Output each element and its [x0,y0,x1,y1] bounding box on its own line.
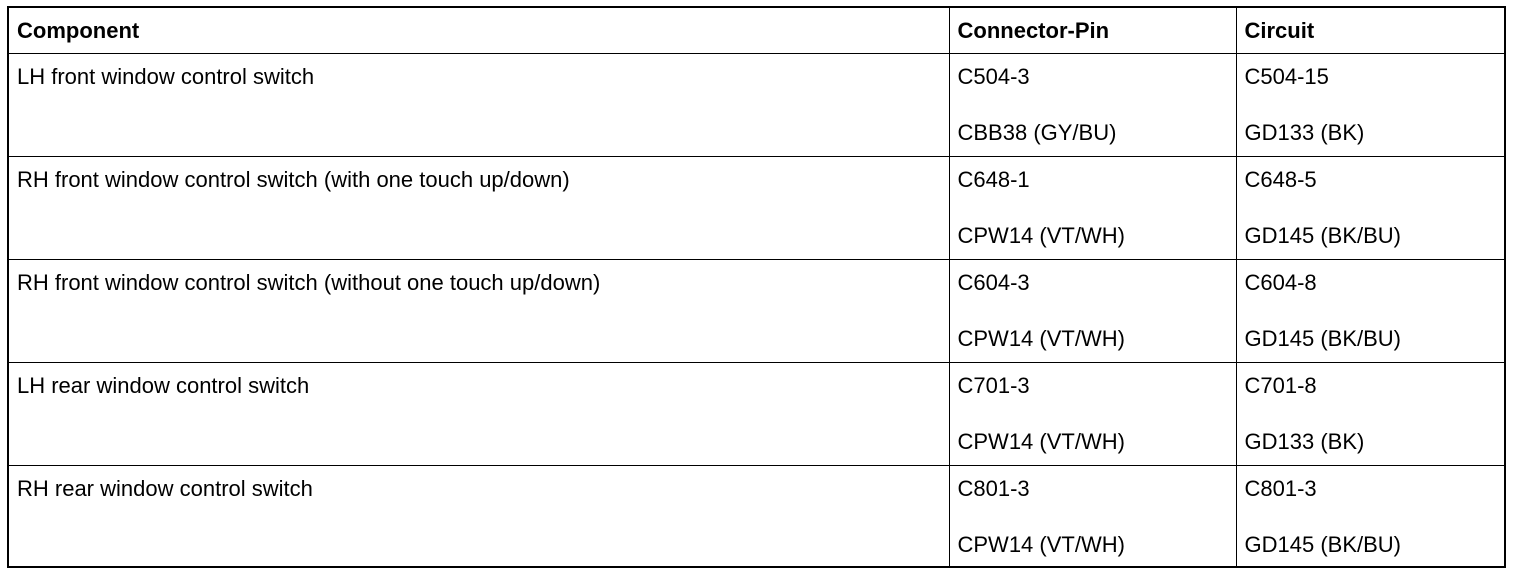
header-component: Component [9,8,950,54]
connector-pin: C801-3 [957,475,1030,501]
connector-circuit: CBB38 (GY/BU) [957,119,1117,145]
circuit-pin: C701-8 [1244,372,1317,398]
connector-pin: C648-1 [957,166,1030,192]
component-name: RH front window control switch (with one… [17,166,570,192]
component-name: LH front window control switch [17,63,315,89]
connector-circuit: CPW14 (VT/WH) [957,428,1125,454]
component-cell: RH front window control switch (without … [9,258,950,363]
component-table-grid: Component Connector-Pin Circuit LH front… [9,8,1504,568]
component-name: LH rear window control switch [17,372,310,398]
component-cell: RH rear window control switch [9,464,950,568]
circuit-ground: GD145 (BK/BU) [1244,222,1402,248]
circuit-pin: C801-3 [1244,475,1317,501]
table-header-row: Component Connector-Pin Circuit [9,8,1504,54]
component-cell: LH front window control switch [9,52,950,157]
table-row: RH front window control switch (without … [9,258,1504,363]
connector-circuit: CPW14 (VT/WH) [957,531,1125,557]
header-circuit: Circuit [1235,8,1504,54]
circuit-pin: C504-15 [1244,63,1329,89]
connector-circuit: CPW14 (VT/WH) [957,325,1125,351]
connector-pin: C604-3 [957,269,1030,295]
header-connector-pin: Connector-Pin [948,8,1237,54]
component-name: RH front window control switch (without … [17,269,601,295]
table-row: RH front window control switch (with one… [9,155,1504,260]
circuit-ground: GD145 (BK/BU) [1244,531,1402,557]
circuit-pin: C648-5 [1244,166,1317,192]
circuit-pin: C604-8 [1244,269,1317,295]
component-name: RH rear window control switch [17,475,313,501]
connector-pin: C504-3 [957,63,1030,89]
connector-pin: C701-3 [957,372,1030,398]
connector-circuit: CPW14 (VT/WH) [957,222,1125,248]
component-table: Component Connector-Pin Circuit LH front… [7,6,1506,568]
component-cell: RH front window control switch (with one… [9,155,950,260]
component-cell: LH rear window control switch [9,361,950,466]
circuit-ground: GD133 (BK) [1244,428,1365,454]
circuit-ground: GD133 (BK) [1244,119,1365,145]
circuit-ground: GD145 (BK/BU) [1244,325,1402,351]
